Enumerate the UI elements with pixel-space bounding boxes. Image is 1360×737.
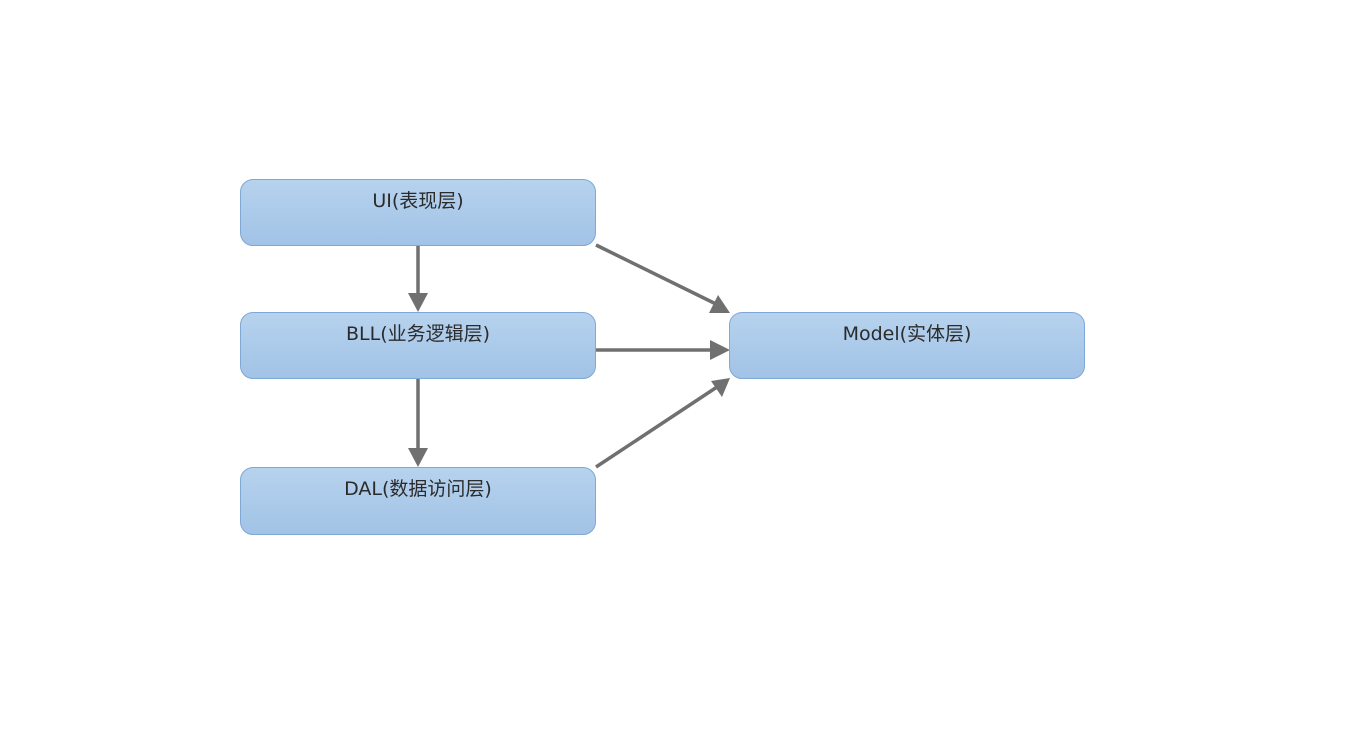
arrowhead-ui-to-model — [709, 295, 730, 313]
arrowhead-bll-to-dal — [408, 448, 428, 467]
dal-layer-label: DAL(数据访问层) — [344, 478, 492, 500]
arrow-dal-to-model — [595, 385, 718, 469]
bll-layer-node: BLL(业务逻辑层) — [240, 312, 596, 379]
ui-layer-node: UI(表现层) — [240, 179, 596, 246]
arrowhead-dal-to-model — [711, 378, 730, 397]
model-layer-node: Model(实体层) — [729, 312, 1085, 379]
ui-layer-label: UI(表现层) — [372, 190, 464, 212]
bll-layer-label: BLL(业务逻辑层) — [345, 323, 491, 345]
model-layer-label: Model(实体层) — [842, 323, 972, 345]
arrowhead-bll-to-model — [710, 340, 730, 360]
arrow-ui-to-model — [595, 243, 717, 306]
dal-layer-node: DAL(数据访问层) — [240, 467, 596, 535]
arrowhead-ui-to-bll — [408, 293, 428, 312]
